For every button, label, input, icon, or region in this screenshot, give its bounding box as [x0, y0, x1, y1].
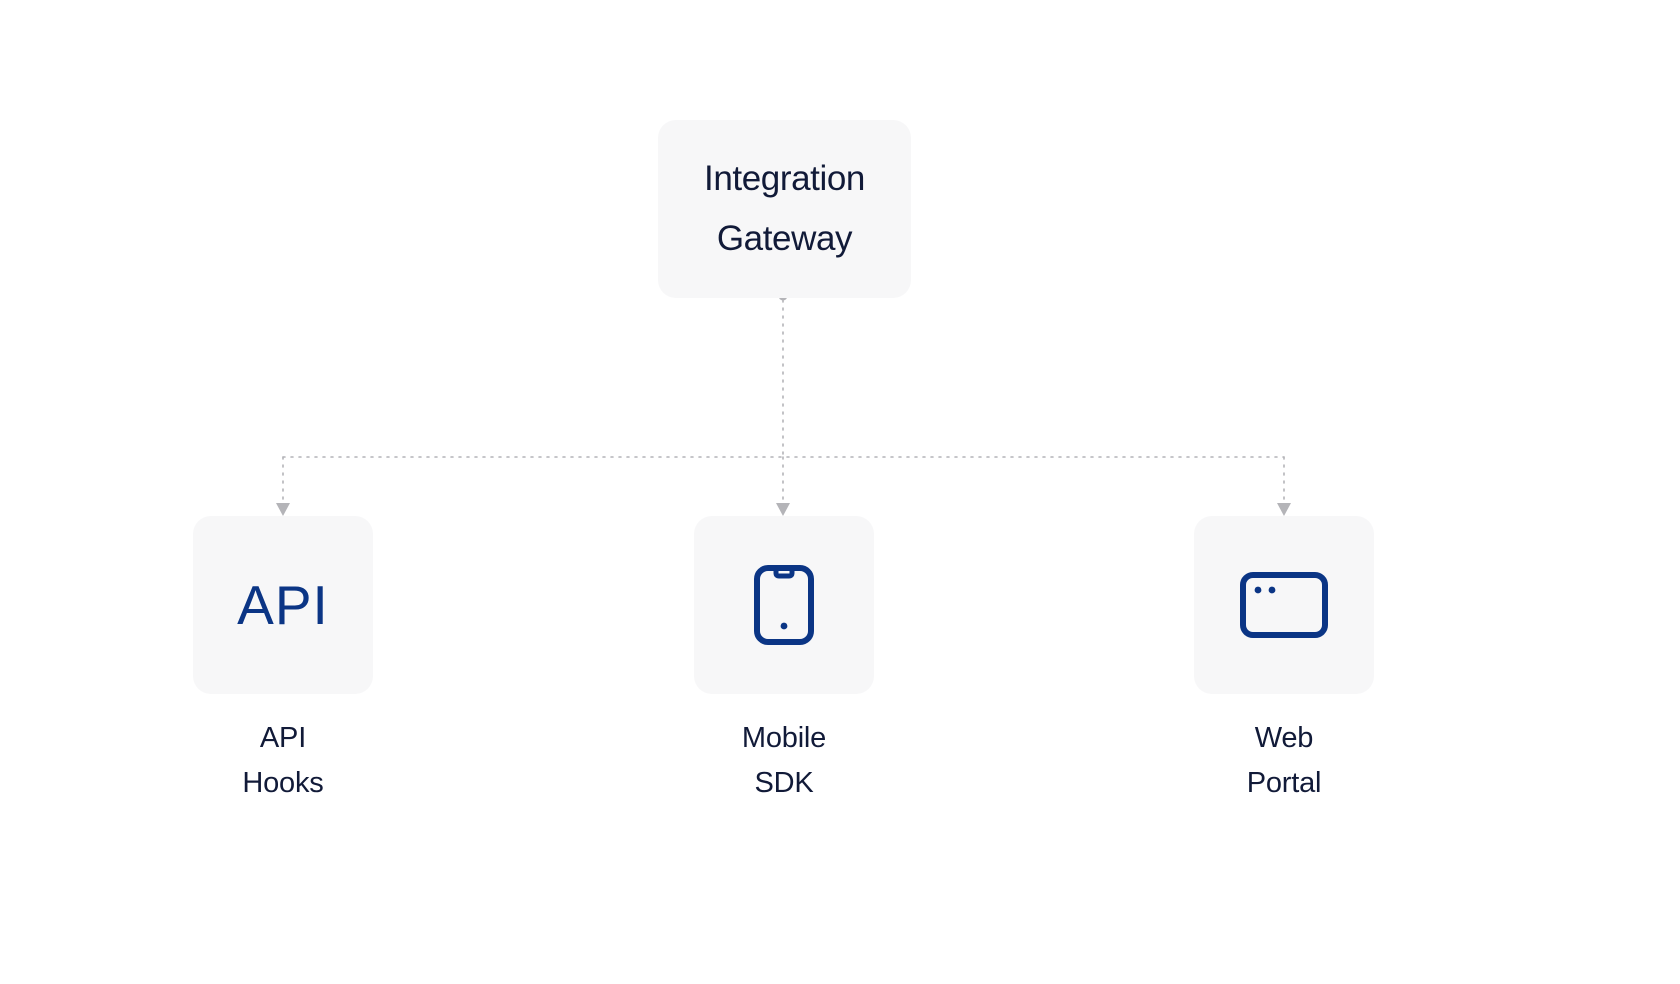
child-label-line-2: Hooks — [242, 767, 324, 799]
root-node-integration-gateway[interactable]: Integration Gateway — [658, 120, 911, 298]
child-label-mobile-sdk: Mobile SDK — [742, 716, 826, 806]
smartphone-icon — [754, 565, 814, 645]
child-node-web-portal[interactable]: Web Portal — [1194, 516, 1374, 806]
arrowhead-1 — [776, 503, 790, 516]
child-node-api-hooks[interactable]: API API Hooks — [193, 516, 373, 806]
child-card-web-portal[interactable] — [1194, 516, 1374, 694]
arrowhead-0 — [276, 503, 290, 516]
child-node-mobile-sdk[interactable]: Mobile SDK — [694, 516, 874, 806]
child-label-line-2: SDK — [754, 767, 814, 799]
child-label-line-2: Portal — [1246, 767, 1322, 799]
child-label-web-portal: Web Portal — [1247, 716, 1322, 806]
arrowhead-2 — [1277, 503, 1291, 516]
child-card-mobile-sdk[interactable] — [694, 516, 874, 694]
api-text-icon: API — [237, 573, 329, 636]
root-node-title-line-1: Integration — [704, 159, 865, 198]
root-node-title-line-2: Gateway — [716, 219, 853, 258]
child-label-line-1: Web — [1254, 722, 1314, 754]
child-label-line-1: API — [259, 722, 307, 754]
browser-window-icon — [1240, 572, 1328, 638]
child-card-api-hooks[interactable]: API — [193, 516, 373, 694]
child-label-line-1: Mobile — [741, 722, 827, 754]
child-label-api-hooks: API Hooks — [242, 716, 323, 806]
